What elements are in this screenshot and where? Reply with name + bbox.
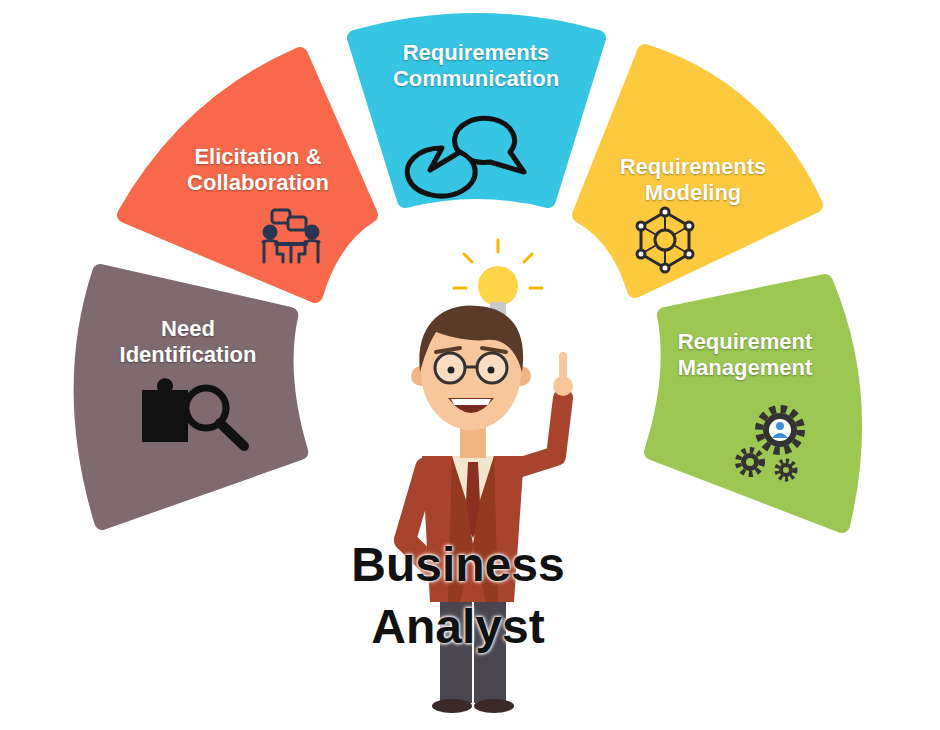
meeting-icon-part <box>288 217 306 230</box>
model-icon-part <box>641 212 689 268</box>
business-analyst-figure-part <box>559 352 567 382</box>
gears-icon-part <box>779 463 793 477</box>
model-icon-part <box>685 222 693 230</box>
meeting-icon-part <box>264 226 276 238</box>
business-analyst-figure-part <box>435 353 465 383</box>
business-analyst-figure-part <box>448 367 455 374</box>
fan-segment: Requirements Communication <box>343 0 610 212</box>
meeting-icon-part <box>317 242 320 262</box>
light-bulb-part-part <box>524 254 532 262</box>
business-analyst-figure-part <box>405 468 426 540</box>
fan-segment: Need Identification <box>50 260 312 534</box>
business-analyst-figure-part <box>460 420 486 458</box>
business-analyst-figure-part <box>465 462 481 538</box>
light-bulb-part <box>478 266 518 306</box>
business-analyst-figure-part <box>511 366 531 386</box>
gears-icon-part <box>783 467 789 473</box>
gears-icon-part <box>746 458 754 466</box>
business-analyst-figure-part <box>419 305 523 372</box>
meeting-icon-part <box>272 210 290 223</box>
model-icon-part <box>637 250 645 258</box>
chat-icon-part <box>455 118 524 172</box>
business-analyst-figure-part <box>553 376 573 396</box>
meeting-icon-part <box>306 226 318 238</box>
meeting-icon-part <box>263 241 283 263</box>
gears-icon-part <box>763 413 797 447</box>
business-analyst-figure-part <box>474 699 514 713</box>
gears-icon <box>738 409 801 479</box>
puzzle-search-icon <box>142 378 244 446</box>
business-analyst-figure-part <box>436 348 506 352</box>
model-icon-part <box>685 250 693 258</box>
model-icon-part <box>655 230 675 250</box>
business-analyst-figure-part <box>421 314 521 430</box>
chat-icon <box>407 118 524 196</box>
business-analyst-figure-part <box>411 366 431 386</box>
gears-icon-part <box>741 453 759 471</box>
model-icon-part <box>661 208 669 216</box>
model-icon-part <box>641 212 689 268</box>
segment-fill <box>580 52 815 290</box>
meeting-icon-part <box>276 242 306 246</box>
light-bulb-part-part <box>530 287 542 290</box>
chat-icon-part <box>407 148 475 196</box>
segment-fill <box>652 282 854 525</box>
segment-title: Elicitation & Collaboration <box>171 144 346 197</box>
business-analyst-figure-part <box>448 398 494 413</box>
model-icon <box>637 208 693 272</box>
business-analyst-figure-part <box>488 367 495 374</box>
light-bulb-part-part <box>464 254 472 262</box>
gears-icon-part <box>738 450 762 474</box>
gears-icon-part <box>772 433 788 438</box>
gears-icon-part <box>769 419 791 441</box>
business-analyst-figure-part <box>518 398 563 468</box>
segment-shape <box>50 260 312 534</box>
gears-icon-part <box>777 461 795 479</box>
business-analyst-figure-part <box>452 456 494 545</box>
meeting-icon <box>263 210 319 262</box>
business-analyst-figure-part <box>477 353 507 383</box>
business-analyst-figure-part <box>465 366 477 369</box>
fan-segment: Elicitation & Collaboration <box>113 43 382 307</box>
fan-segment: Requirement Management <box>640 270 885 537</box>
gears-icon-part <box>776 422 784 430</box>
fan-segment: Requirements Modeling <box>568 40 827 302</box>
business-analyst-figure-part <box>451 399 491 405</box>
segment-shape <box>640 270 885 537</box>
light-bulb-part-part <box>454 287 466 290</box>
gears-icon-part <box>759 409 801 451</box>
segment-fill <box>81 272 300 522</box>
meeting-icon-part <box>299 241 319 263</box>
meeting-icon-part <box>290 244 293 262</box>
segment-title: Requirement Management <box>660 329 830 382</box>
puzzle-search-icon-part <box>186 388 226 428</box>
segment-fill <box>355 21 598 200</box>
segment-fill <box>125 55 370 295</box>
role-title: Business Analyst <box>308 534 608 659</box>
model-icon-part <box>661 264 669 272</box>
segment-title: Need Identification <box>103 316 273 369</box>
light-bulb <box>454 240 542 316</box>
business-analyst-figure-part <box>432 699 472 713</box>
puzzle-search-icon-part <box>220 423 244 446</box>
segment-shape <box>343 0 610 212</box>
light-bulb-part-part <box>497 240 500 252</box>
light-bulb-part <box>490 302 506 316</box>
model-icon-part <box>637 222 645 230</box>
puzzle-search-icon-part <box>142 378 200 442</box>
segment-title: Requirements Communication <box>376 40 576 93</box>
segment-title: Requirements Modeling <box>603 154 783 207</box>
meeting-icon-part <box>263 242 266 262</box>
light-bulb-part <box>454 240 542 288</box>
